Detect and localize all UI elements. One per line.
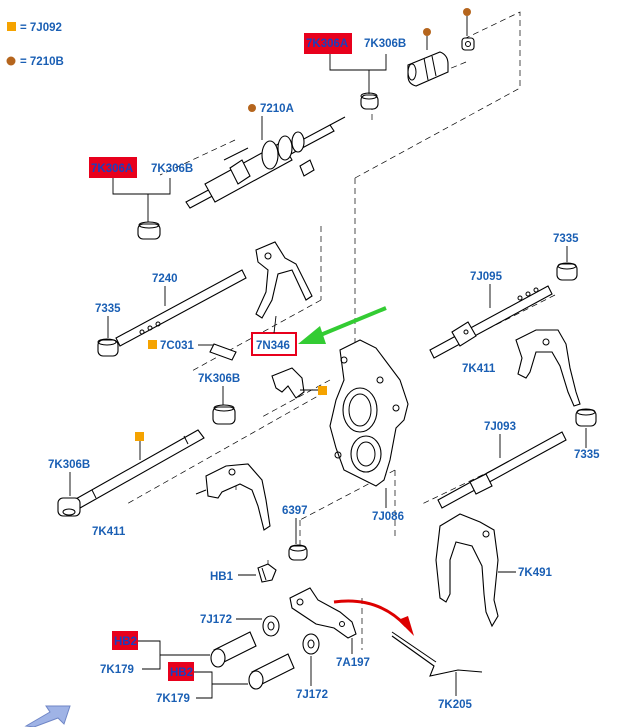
label-7240: 7240 [152,273,178,285]
bolt-hb1 [257,563,277,583]
bolts-7k179: HB2 7K179 HB2 7K179 [100,631,295,705]
shift-fork-upper [255,241,313,319]
bushing-7k306-top [360,94,379,110]
green-arrow-head-icon [298,326,326,344]
pin-7c031 [209,343,237,361]
highlight-hb2-upper [112,631,138,650]
bushing-top-right [461,37,475,51]
brown-dot-shaft-icon [248,104,256,112]
label-hb1: HB1 [210,571,234,583]
rail-7j095-assembly: 7335 7J095 [429,233,579,359]
bush-7335-right-top [556,263,578,281]
washer-7j172-upper [262,615,280,637]
label-7k411-right: 7K411 [462,363,496,375]
fork-7k411-right: 7K411 [462,329,581,407]
shaft-7k306b-low-group: 7K306B 7K411 [48,429,205,538]
nav-arrow-icon[interactable] [24,705,71,727]
fork-7k491: 7K491 [435,513,552,628]
sleeve-7210b [407,51,449,87]
bush-7k306b-mid-group: 7K306B [198,367,327,425]
washer-7j172-lower [302,633,320,655]
spacer-6397-group: 6397 [282,505,308,561]
label-7n346: 7N346 [256,340,290,352]
green-arrow-shaft [317,306,387,338]
bushing-7k306-left [137,223,161,240]
shift-bracket-7n346 [271,367,305,399]
label-7335-right-top: 7335 [553,233,579,245]
label-7k411-left: 7K411 [92,526,126,538]
label-7a197: 7A197 [336,657,370,669]
orange-marker-bracket-icon [318,386,327,395]
legend-7210b-text: = 7210B [20,56,64,68]
label-hb2-upper: HB2 [114,636,137,648]
label-7j095: 7J095 [470,271,503,283]
highlight-hb2-lower [168,662,194,681]
washers-7j172: 7J172 7J172 [200,614,328,701]
spacer-6397 [288,545,308,561]
fork-7k411-left [195,463,271,531]
legend: = 7J092 = 7210B [6,22,64,68]
label-7k179-lower: 7K179 [156,693,190,705]
legend-brown-dot-icon [6,56,16,66]
left-bushing-labels: 7K306A 7K306B [89,157,193,240]
legend-7j092-text: = 7J092 [20,22,62,34]
top-labels: 7K306A 7K306B [304,33,406,94]
red-arrow-head-icon [398,616,414,636]
plate-7a197: 7A197 [289,587,414,669]
label-7k205: 7K205 [438,699,472,711]
label-7k306b-top: 7K306B [364,38,406,50]
bush-7335-left [97,339,119,357]
label-7j093: 7J093 [484,421,516,433]
label-7335-left: 7335 [95,303,121,315]
label-7k179-upper: 7K179 [100,664,134,676]
orange-marker-7c031-icon [148,340,157,349]
label-7k306b-left: 7K306B [151,163,193,175]
spring-7k205: 7K205 [391,631,483,711]
callout-7n346: 7N346 [251,306,387,356]
plate-7j086: 7J086 [329,339,409,523]
label-7335-right: 7335 [574,449,600,461]
label-6397: 6397 [282,505,308,517]
main-shaft-7210a: 7210A [185,103,346,209]
label-7k306a-left: 7K306A [91,163,133,175]
bushing-7k306b-mid [212,406,236,425]
orange-marker-shaft-icon [135,432,144,441]
label-7j172-upper: 7J172 [200,614,232,626]
label-7210a: 7210A [260,103,294,115]
label-7j086: 7J086 [372,511,404,523]
brown-dot-sleeve-icon [423,28,431,36]
label-7j172-lower: 7J172 [296,689,328,701]
label-hb2-lower: HB2 [170,667,193,679]
brown-dot-bushing-icon [463,8,471,16]
rail-7j093-assembly: 7335 7J093 [437,408,600,509]
legend-orange-square-icon [7,22,16,31]
label-7k306b-low: 7K306B [48,459,90,471]
highlight-7k306a-left [89,157,137,178]
highlight-7k306a-top [304,33,352,54]
bush-7335-right [575,409,597,427]
label-7k306a-top: 7K306A [306,38,348,50]
bush-7k306b-low [57,497,81,517]
label-7k491: 7K491 [518,567,552,579]
label-7c031: 7C031 [160,340,194,352]
top-bushing-assembly [360,8,475,110]
bolt-hb1-group: HB1 [210,563,277,583]
label-7k306b-mid: 7K306B [198,373,240,385]
pin-7c031-group: 7C031 [148,340,237,361]
rail-7240-assembly: 7335 7240 [95,241,313,357]
